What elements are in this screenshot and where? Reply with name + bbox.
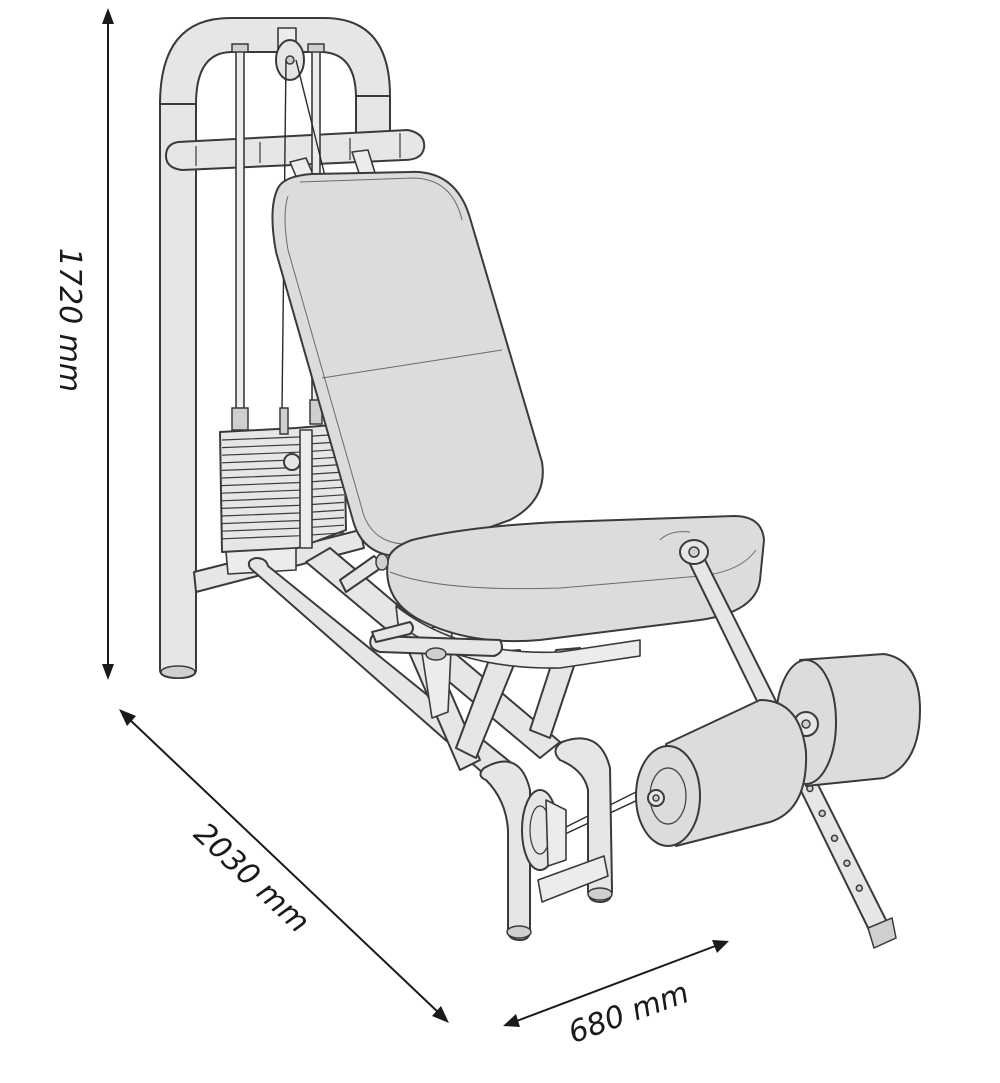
weight-plate (221, 509, 345, 517)
weight-plate (221, 448, 345, 456)
weight-plate (221, 501, 345, 509)
weight-plate (221, 471, 345, 479)
top-pulley (275, 27, 305, 81)
adjustment-hole (830, 834, 839, 843)
back-rest-pad (271, 170, 544, 558)
weight-plate (221, 494, 345, 502)
leg-roller-front (635, 699, 808, 847)
height-dimension-arrow (102, 8, 114, 680)
weight-plate (221, 441, 345, 449)
width-label: 680 mm (564, 975, 694, 1051)
width-dimension-arrow (503, 940, 729, 1027)
weight-plate (221, 532, 345, 540)
adjustment-hole (818, 809, 826, 818)
length-dimension-arrow (119, 709, 449, 1023)
weight-plate (221, 479, 345, 487)
lower-pulley (521, 789, 567, 871)
upright-frame (159, 17, 426, 679)
adjustment-hole (843, 859, 851, 867)
height-label: 1720 mm (52, 248, 87, 392)
weight-plate (221, 486, 345, 494)
leg-roller-rear (775, 653, 921, 787)
weight-plate (221, 524, 345, 532)
seat-handles (339, 553, 503, 661)
weight-plate (221, 517, 345, 525)
adjustment-hole (855, 884, 864, 892)
